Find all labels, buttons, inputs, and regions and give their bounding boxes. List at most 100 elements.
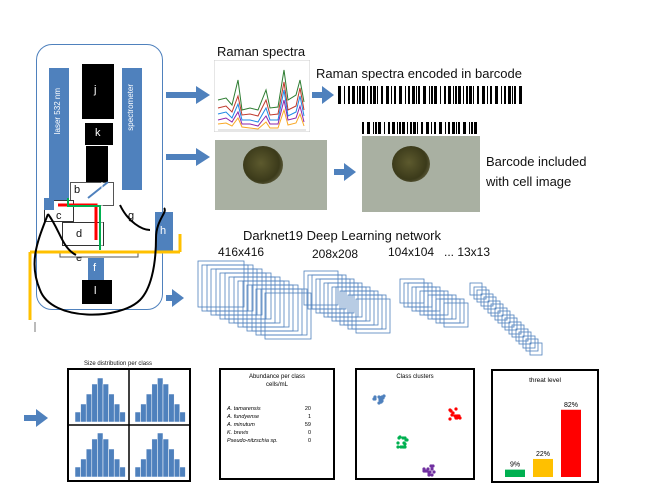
network-layer bbox=[497, 310, 511, 324]
barcode-bar bbox=[519, 86, 522, 104]
barcode-bar bbox=[348, 86, 350, 104]
barcode-bar bbox=[487, 86, 488, 104]
cluster-point bbox=[372, 397, 376, 401]
network-layer bbox=[215, 268, 263, 316]
cell-2 bbox=[392, 146, 430, 182]
threat-bar bbox=[505, 469, 525, 477]
barcode-bar bbox=[490, 86, 492, 104]
barcode-bar bbox=[426, 122, 429, 134]
cluster-point bbox=[431, 464, 435, 468]
cell bbox=[243, 146, 283, 184]
barcode-bar bbox=[375, 122, 377, 134]
cluster-plot bbox=[372, 394, 462, 477]
histogram-bar bbox=[102, 438, 109, 478]
cluster-point bbox=[432, 470, 436, 474]
histogram-bar bbox=[173, 458, 181, 478]
barcode-bar bbox=[362, 122, 364, 134]
threat-title: threat level bbox=[529, 377, 561, 384]
barcode-bar bbox=[504, 86, 506, 104]
network-layer bbox=[494, 307, 508, 321]
barcode-bar bbox=[431, 122, 432, 134]
clusters-panel: Class clusters bbox=[355, 368, 475, 480]
component-j: j bbox=[82, 64, 114, 119]
histogram-bar bbox=[91, 438, 98, 478]
barcode-bar bbox=[412, 86, 415, 104]
histogram-bar bbox=[140, 403, 147, 423]
barcode-bar bbox=[377, 86, 378, 104]
network-layer bbox=[469, 282, 483, 296]
barcode-bar bbox=[495, 86, 498, 104]
network-layer bbox=[319, 278, 355, 314]
threat-bar-label: 22% bbox=[536, 451, 550, 458]
barcode-bar bbox=[431, 86, 433, 104]
network-layer bbox=[315, 278, 351, 314]
barcode-bar bbox=[458, 122, 460, 134]
barcode-bar bbox=[421, 122, 423, 134]
network-size-13: ... 13x13 bbox=[444, 245, 491, 259]
barcode-bar bbox=[388, 122, 390, 134]
cluster-point bbox=[377, 395, 381, 399]
histogram-bar bbox=[91, 383, 98, 423]
barcode-bar bbox=[397, 122, 398, 134]
barcode-bar bbox=[445, 122, 446, 134]
barcode-bar bbox=[367, 122, 370, 134]
network-layer bbox=[343, 290, 379, 326]
barcode-bar bbox=[463, 86, 464, 104]
arrow-to-spectra bbox=[166, 86, 210, 104]
network-layer bbox=[233, 276, 281, 324]
network-size-104: 104x104 bbox=[388, 245, 435, 259]
network-layer bbox=[529, 342, 543, 356]
histogram-bar bbox=[74, 411, 81, 423]
barcode-bar bbox=[407, 122, 408, 134]
network-size-208: 208x208 bbox=[312, 247, 359, 261]
cluster-point bbox=[396, 445, 400, 449]
threat-bar bbox=[533, 458, 553, 477]
histogram-bar bbox=[179, 411, 186, 423]
laser-module: laser 532 nm bbox=[49, 68, 69, 200]
barcode-bar bbox=[466, 86, 468, 104]
network-layer bbox=[224, 272, 272, 320]
size-distribution-title: Size distribution per class bbox=[84, 361, 153, 367]
histogram-bar bbox=[151, 438, 158, 478]
cluster-point bbox=[448, 408, 452, 412]
barcode-bar bbox=[458, 86, 461, 104]
network-layer bbox=[487, 300, 501, 314]
histogram-bar bbox=[80, 458, 87, 478]
histogram-bar bbox=[102, 383, 109, 423]
barcode-bar bbox=[352, 86, 355, 104]
histogram-bar bbox=[145, 393, 153, 423]
histogram-bar bbox=[85, 393, 93, 423]
network-layer bbox=[323, 282, 359, 318]
cluster-point bbox=[448, 417, 452, 421]
component-c-block bbox=[44, 198, 54, 210]
histogram-bar bbox=[151, 383, 158, 423]
histogram-bar bbox=[173, 403, 181, 423]
barcode-bar bbox=[434, 86, 437, 104]
histogram-bar bbox=[179, 466, 186, 478]
barcode-bar bbox=[357, 86, 358, 104]
label-b: b bbox=[74, 184, 81, 196]
threat-chart: 9%22%82% bbox=[505, 402, 581, 477]
network-layer bbox=[501, 314, 515, 328]
barcode-bar bbox=[482, 86, 485, 104]
barcode-bar bbox=[471, 122, 473, 134]
barcode-bar bbox=[512, 86, 513, 104]
barcode-bar bbox=[344, 86, 345, 104]
network-layer bbox=[264, 292, 312, 340]
network-layer bbox=[311, 274, 347, 310]
cluster-point bbox=[456, 414, 460, 418]
abundance-title-1: Abundance per class bbox=[248, 374, 306, 380]
histogram-bar bbox=[119, 466, 126, 478]
barcode-bar bbox=[448, 122, 450, 134]
cluster-point bbox=[398, 435, 402, 439]
histogram-bar bbox=[157, 377, 164, 423]
barcode-bar bbox=[370, 86, 372, 104]
cell-image bbox=[215, 140, 327, 210]
barcode-bar bbox=[469, 86, 472, 104]
histogram-bar bbox=[168, 448, 175, 478]
barcode-bar bbox=[359, 86, 361, 104]
histogram-bar bbox=[134, 466, 141, 478]
